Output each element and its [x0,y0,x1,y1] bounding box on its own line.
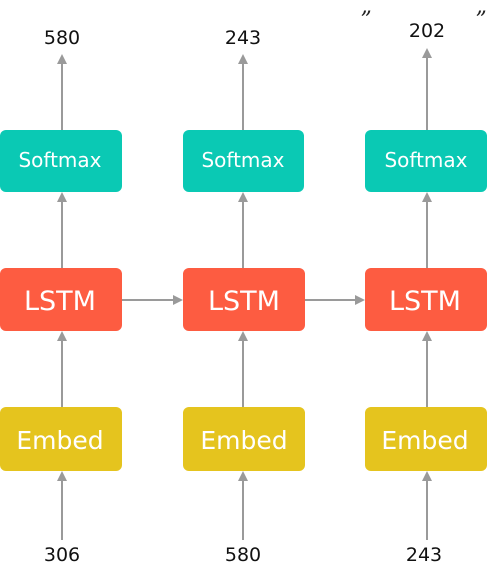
lstm-box-1 [0,268,122,331]
output-quote-right: ” [475,8,486,33]
softmax-box-3 [365,130,487,192]
softmax-label-3: Softmax [384,148,467,172]
input-token-3: 243 [406,544,442,566]
embed-label-3: Embed [381,426,468,455]
embed-box-3 [365,407,487,471]
output-token-3: 202 [409,20,445,42]
embed-box-1 [0,407,122,471]
softmax-label-2: Softmax [201,148,284,172]
lstm-label-3: LSTM [389,286,461,317]
embed-box-2 [183,407,305,471]
column-3: ” 202 ” Softmax LSTM Embed 243 [360,8,487,566]
lstm-label-1: LSTM [24,286,96,317]
softmax-box-2 [183,130,304,192]
column-2: 243 Softmax LSTM Embed 580 [183,27,305,566]
output-token-1: 580 [44,27,80,49]
lstm-box-3 [365,268,487,331]
softmax-box-1 [0,130,122,192]
input-token-1: 306 [44,544,80,566]
lstm-label-2: LSTM [208,286,280,317]
embed-label-1: Embed [16,426,103,455]
input-token-2: 580 [225,544,261,566]
output-token-2: 243 [225,27,261,49]
output-quote-left: ” [360,8,371,33]
embed-label-2: Embed [200,426,287,455]
softmax-label-1: Softmax [18,148,101,172]
column-1: 580 Softmax LSTM Embed 306 [0,27,122,566]
lstm-box-2 [183,268,305,331]
